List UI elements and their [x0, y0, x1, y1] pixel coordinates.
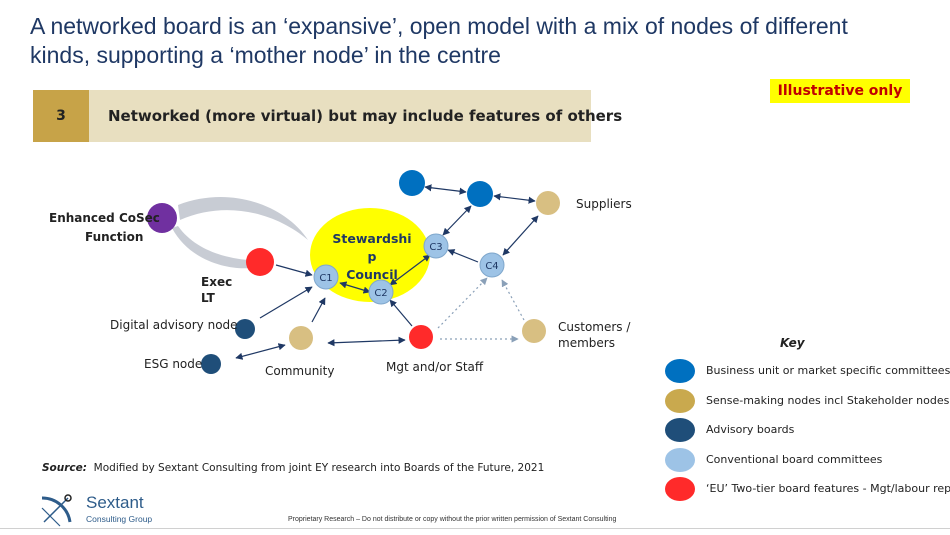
key-label: Advisory boards [706, 423, 795, 436]
cosec-swoosh-lower [172, 226, 250, 269]
source-text: Modified by Sextant Consulting from join… [93, 462, 545, 474]
link-exec-c1 [275, 264, 313, 277]
slide-title: A networked board is an ‘expansive’, ope… [30, 13, 848, 68]
customers-label-1: Customers / [558, 320, 631, 334]
exec-label-2: LT [201, 291, 215, 305]
key-dot-blue [665, 359, 695, 383]
key-label: Sense-making nodes incl Stakeholder node… [706, 394, 950, 407]
key-label: Business unit or market specific committ… [706, 364, 950, 377]
committee-c3-node [423, 233, 449, 259]
exec-lt-node [246, 248, 274, 276]
key-label: ‘EU’ Two-tier board features - Mgt/labou… [706, 482, 950, 495]
link-bu-suppliers [493, 193, 536, 204]
key-item-advisory: Advisory boards [665, 418, 950, 444]
digital-advisory-node [235, 319, 255, 339]
cosec-label-2: Function [85, 230, 144, 244]
key-dot-lightblue [665, 448, 695, 472]
esg-node [201, 354, 221, 374]
cosec-swoosh-upper [178, 197, 308, 240]
model-banner: 3 Networked (more virtual) but may inclu… [33, 90, 622, 142]
link-c2-c3 [389, 254, 431, 286]
source-prefix: Source: [42, 462, 87, 474]
committee-c2-label: C2 [374, 288, 387, 299]
suppliers-label: Suppliers [576, 197, 632, 211]
cosec-node [147, 203, 177, 233]
link-esg-community [235, 343, 286, 360]
source-note: Source: Modified by Sextant Consulting f… [42, 462, 544, 474]
customers-node [522, 319, 546, 343]
mother-node-line-1: Stewardshi [332, 231, 411, 246]
digital-label: Digital advisory node [110, 318, 238, 332]
committee-c2-node [368, 279, 394, 305]
dotted-customers-c4 [501, 279, 525, 321]
link-c4-c3 [447, 249, 479, 263]
key-dot-red [665, 477, 695, 501]
link-c1-c2 [339, 281, 371, 294]
business-unit-node-2 [467, 181, 493, 207]
key-item-business-unit: Business unit or market specific committ… [665, 359, 950, 385]
logo-subtitle: Consulting Group [86, 514, 153, 524]
sextant-logo-icon [41, 494, 72, 527]
committee-c4-node [479, 252, 505, 278]
link-community-mgt [327, 336, 406, 347]
illustrative-badge: Illustrative only [770, 79, 910, 103]
committee-c1-node [313, 264, 339, 290]
key-item-committees: Conventional board committees [665, 448, 950, 474]
mother-node-line-3: Council [346, 267, 398, 282]
key-dot-gold [665, 389, 695, 413]
committee-c1-label: C1 [319, 273, 332, 284]
link-suppliers-c4 [502, 215, 539, 256]
mother-node-line-2: p [368, 249, 377, 264]
key-item-two-tier: ‘EU’ Two-tier board features - Mgt/labou… [665, 477, 950, 503]
mgt-staff-node [409, 325, 433, 349]
committee-c4-label: C4 [485, 261, 498, 272]
link-c3-bu [442, 205, 472, 236]
suppliers-node [536, 191, 560, 215]
esg-label: ESG node [144, 357, 203, 371]
exec-label-1: Exec [201, 275, 233, 289]
key-dot-navy [665, 418, 695, 442]
footer-divider [0, 528, 950, 529]
customers-label-2: members [558, 336, 615, 350]
link-community-c1 [311, 297, 326, 323]
key-label: Conventional board committees [706, 453, 883, 466]
logo-name: Sextant [86, 493, 144, 512]
community-label: Community [265, 364, 335, 378]
key-title: Key [780, 336, 805, 350]
banner-text: Networked (more virtual) but may include… [108, 107, 623, 125]
business-unit-node-1 [399, 170, 425, 196]
link-bu-bu [424, 184, 467, 195]
cosec-label-1: Enhanced CoSec [49, 211, 160, 225]
link-digital-c1 [259, 286, 313, 319]
dotted-mgt-c4 [437, 277, 488, 329]
link-mgt-c2 [389, 299, 413, 327]
proprietary-notice: Proprietary Research – Do not distribute… [288, 516, 617, 523]
key-item-sense-making: Sense-making nodes incl Stakeholder node… [665, 389, 950, 415]
mgt-label: Mgt and/or Staff [386, 360, 484, 374]
banner-number: 3 [33, 90, 89, 142]
committee-c3-label: C3 [429, 242, 442, 253]
community-node [289, 326, 313, 350]
